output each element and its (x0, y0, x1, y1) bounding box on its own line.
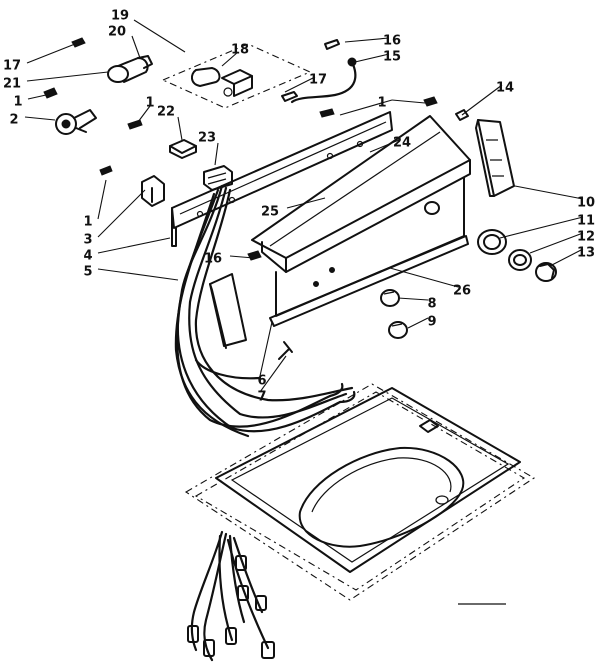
callout-label-9: 9 (427, 315, 436, 330)
callout-label-1: 1 (83, 215, 92, 230)
harness-terminals (187, 555, 275, 659)
control-console (251, 115, 471, 327)
callout-label-26: 26 (453, 284, 471, 299)
callout-label-22: 22 (157, 105, 175, 120)
callout-label-6: 6 (257, 374, 266, 389)
lower-harness-connectors (190, 530, 270, 662)
wire-harness (174, 184, 356, 438)
side-panel-7 (209, 273, 247, 349)
callout-label-2: 2 (9, 113, 18, 128)
clip-22 (169, 139, 197, 159)
callout-label-13: 13 (577, 246, 595, 261)
callout-label-17: 17 (3, 59, 21, 74)
callout-label-1: 1 (145, 96, 154, 111)
callout-label-12: 12 (577, 230, 595, 245)
cabinet-top-panel (215, 387, 521, 605)
screws (99, 96, 438, 360)
callout-label-24: 24 (393, 136, 411, 151)
ground-wire-assembly (281, 39, 357, 104)
callout-label-14: 14 (496, 81, 514, 96)
knobs-and-rings (380, 229, 557, 339)
callout-label-3: 3 (83, 233, 92, 248)
timer-switch-parts (71, 37, 153, 83)
callout-label-21: 21 (3, 77, 21, 92)
callout-label-19: 19 (111, 9, 129, 24)
switch-bracket-18 (190, 67, 253, 97)
left-knob-assembly (43, 87, 97, 135)
callout-label-8: 8 (427, 297, 436, 312)
leader-lines (24, 19, 584, 393)
bracket-3 (141, 175, 165, 207)
callout-label-25: 25 (261, 205, 279, 220)
callout-label-15: 15 (383, 50, 401, 65)
callout-label-16: 16 (383, 34, 401, 49)
console-end-cap (455, 109, 515, 197)
callout-label-7: 7 (257, 390, 266, 405)
callout-label-5: 5 (83, 265, 92, 280)
callout-label-20: 20 (108, 25, 126, 40)
callout-label-11: 11 (577, 214, 595, 229)
callout-label-10: 10 (577, 196, 595, 211)
callout-label-4: 4 (83, 249, 92, 264)
callout-label-17: 17 (309, 73, 327, 88)
callout-label-1: 1 (13, 95, 22, 110)
callout-label-23: 23 (198, 131, 216, 146)
connector-23 (203, 165, 233, 191)
